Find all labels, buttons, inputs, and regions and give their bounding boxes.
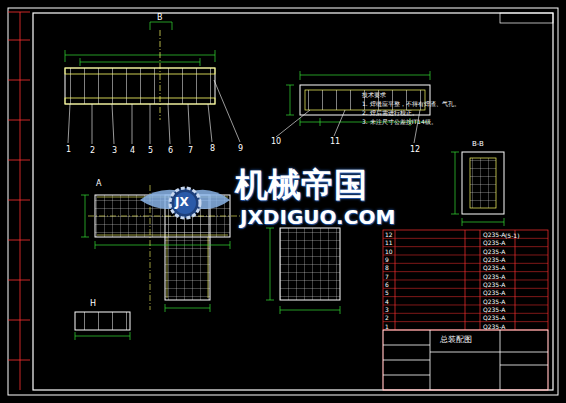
table-cell: 1 bbox=[385, 324, 389, 330]
callout-number: 6 bbox=[168, 147, 173, 155]
callout-number: 1 bbox=[66, 146, 71, 154]
callout-number: 11 bbox=[330, 138, 340, 146]
table-rule bbox=[383, 288, 548, 289]
table-cell: 9 bbox=[385, 257, 389, 263]
table-rule bbox=[383, 304, 548, 305]
table-cell: Q235-A bbox=[483, 232, 505, 238]
note-line: 3. 未注尺寸公差按IT14级。 bbox=[362, 119, 437, 125]
callout-number: 8 bbox=[210, 145, 215, 153]
view-letter: H bbox=[90, 300, 96, 308]
table-cell: Q235-A bbox=[483, 324, 505, 330]
table-cell: Q235-A bbox=[483, 257, 505, 263]
table-cell: Q235-A bbox=[483, 307, 505, 313]
table-rule bbox=[383, 238, 548, 239]
table-cell: Q235-A bbox=[483, 315, 505, 321]
table-rule bbox=[383, 246, 548, 247]
logo-text: JX bbox=[175, 196, 189, 208]
table-cell: 4 bbox=[385, 299, 389, 305]
watermark-url: JXDIGUO.COM bbox=[240, 207, 395, 227]
table-cell: 10 bbox=[385, 249, 393, 255]
table-rule bbox=[383, 313, 548, 314]
table-rule bbox=[383, 321, 548, 322]
callout-number: 10 bbox=[271, 138, 281, 146]
table-rule bbox=[383, 263, 548, 264]
notes-heading: 技术要求 bbox=[362, 92, 386, 98]
note-line: 1. 焊缝应平整，不得有焊渣、气孔。 bbox=[362, 101, 460, 107]
table-cell: 8 bbox=[385, 265, 389, 271]
table-cell: Q235-A bbox=[483, 240, 505, 246]
table-cell: Q235-A bbox=[483, 249, 505, 255]
table-cell: Q235-A bbox=[483, 299, 505, 305]
callout-number: 3 bbox=[112, 147, 117, 155]
watermark-text: 机械帝国 bbox=[235, 168, 367, 201]
table-cell: Q235-A bbox=[483, 282, 505, 288]
callout-number: 9 bbox=[238, 145, 243, 153]
table-cell: Q235-A bbox=[483, 274, 505, 280]
table-rule bbox=[383, 254, 548, 255]
callout-number: 12 bbox=[410, 146, 420, 154]
note-line: 2. 焊后需进行校正。 bbox=[362, 110, 418, 116]
title-text: 总装配图 bbox=[440, 336, 472, 344]
view-letter: A bbox=[96, 180, 101, 188]
watermark-logo bbox=[140, 188, 230, 218]
table-cell: 3 bbox=[385, 307, 389, 313]
table-rule bbox=[383, 296, 548, 297]
table-cell: 12 bbox=[385, 232, 393, 238]
table-cell: Q235-A bbox=[483, 290, 505, 296]
table-cell: 2 bbox=[385, 315, 389, 321]
table-cell: Q235-A bbox=[483, 265, 505, 271]
callout-number: 5 bbox=[148, 147, 153, 155]
callout-number: 7 bbox=[188, 147, 193, 155]
table-cell: 7 bbox=[385, 274, 389, 280]
callout-number: 2 bbox=[90, 147, 95, 155]
drawing-number: (5-1) bbox=[505, 233, 519, 239]
table-rule bbox=[383, 279, 548, 280]
callout-number: 4 bbox=[130, 147, 135, 155]
table-cell: 5 bbox=[385, 290, 389, 296]
table-cell: 11 bbox=[385, 240, 393, 246]
view-letter: B bbox=[157, 14, 163, 22]
table-rule bbox=[383, 271, 548, 272]
section-label: B-B bbox=[472, 141, 484, 148]
table-cell: 6 bbox=[385, 282, 389, 288]
